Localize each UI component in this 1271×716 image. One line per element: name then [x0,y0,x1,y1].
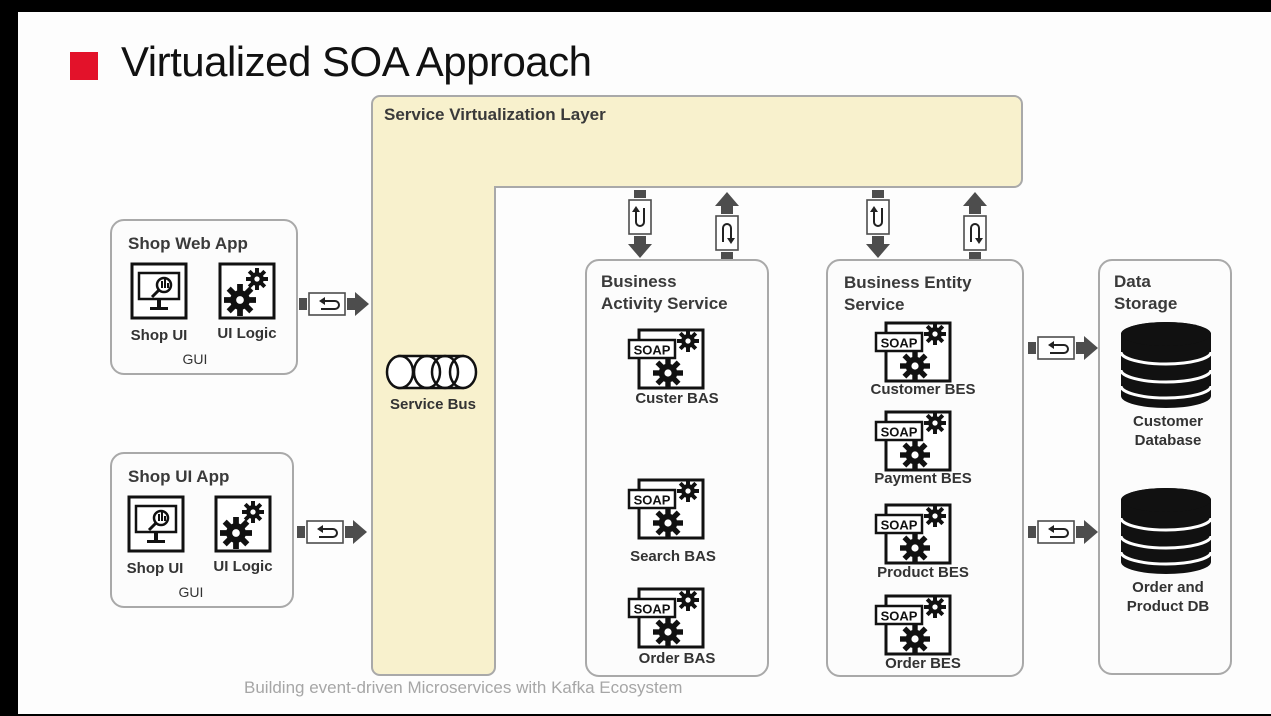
soap-service-icon [627,478,707,540]
storage-title-line1: Data [1114,272,1151,291]
bes-item: Order BES [885,655,961,672]
slide: Virtualized SOA Approach Service Virtual… [18,12,1271,714]
storage-title: Data Storage [1114,271,1177,315]
service-bus-icon [385,354,478,390]
ui-logic-label: UI Logic [213,558,273,575]
bas-title: Business Activity Service [601,271,728,315]
bes-item: Product BES [877,564,969,581]
soap-service-icon [874,410,954,472]
up-arrow-icon [960,190,990,260]
shop-ui-label: Shop UI [126,560,184,577]
customer-database-label: Customer Database [1103,412,1233,450]
db2-label-line1: Order and [1132,579,1204,596]
bes-item: Payment BES [874,470,972,487]
bas-item: Order BAS [638,650,716,667]
gui-label: GUI [178,584,204,600]
bas-title-line1: Business [601,272,677,291]
shop-ui-app-title: Shop UI App [128,467,230,486]
bas-item: Search BAS [630,548,716,565]
db1-label-line1: Customer [1132,413,1203,430]
monitor-search-icon [127,495,185,553]
soap-service-icon [874,594,954,656]
soap-service-icon [627,587,707,649]
storage-arrow-icon [1028,333,1098,363]
storage-title-line2: Storage [1114,294,1178,313]
request-arrow-icon [297,517,367,547]
bas-title-line2: Activity Service [601,294,728,313]
bes-item: Customer BES [870,381,976,398]
bes-title-line1: Business Entity [844,273,972,292]
shop-web-app-title: Shop Web App [128,234,248,253]
virtualization-layer-label: Service Virtualization Layer [384,105,606,124]
database-icon [1121,322,1211,408]
request-arrow-icon [299,289,369,319]
service-bus-label: Service Bus [390,396,476,413]
soap-service-icon [627,328,707,390]
bes-title: Business Entity Service [844,272,972,316]
db2-label-line2: Product DB [1126,598,1210,615]
virtualization-layer-shape [371,95,1023,676]
down-arrow-icon [863,190,893,260]
order-product-db-label: Order and Product DB [1103,578,1233,616]
ui-logic-label: UI Logic [217,325,277,342]
title-bullet-icon [70,52,98,80]
bas-item: Custer BAS [635,390,719,407]
footer-text: Building event-driven Microservices with… [244,678,683,697]
soap-service-icon [874,503,954,565]
bes-title-line2: Service [844,295,905,314]
storage-arrow-icon [1028,517,1098,547]
up-arrow-icon [712,190,742,260]
gui-label: GUI [182,351,208,367]
down-arrow-icon [625,190,655,260]
shop-ui-label: Shop UI [130,327,188,344]
gears-icon [218,262,276,320]
page-title: Virtualized SOA Approach [121,38,592,85]
soap-service-icon [874,321,954,383]
database-icon [1121,488,1211,574]
monitor-search-icon [130,262,188,320]
db1-label-line2: Database [1134,432,1202,449]
gears-icon [214,495,272,553]
